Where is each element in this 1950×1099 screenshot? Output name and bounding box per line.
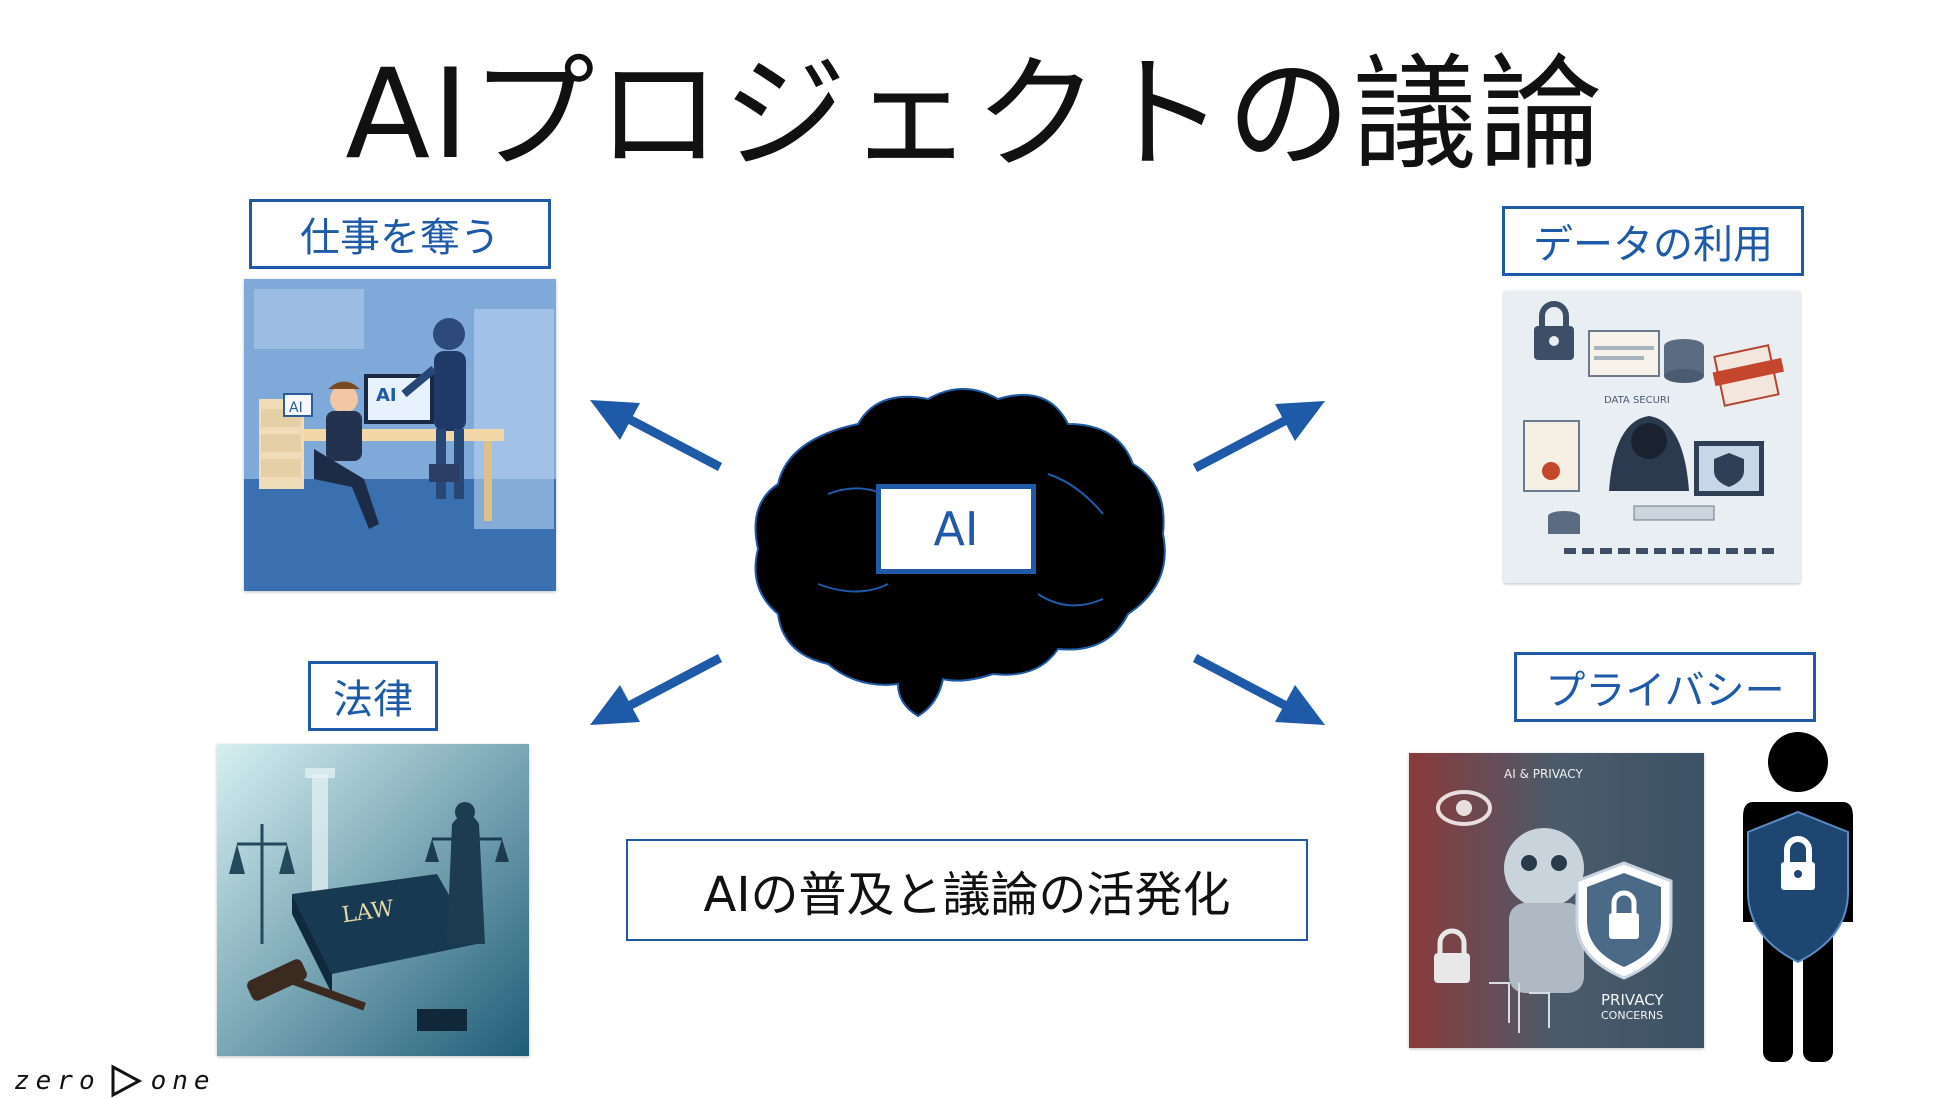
data-illustration: DATA SECURI [1504, 291, 1800, 583]
image-data: DATA SECURI [1504, 291, 1800, 583]
law-illustration: LAW [217, 744, 529, 1056]
brain-ai-text: AI [933, 502, 979, 556]
arrow-to-law [590, 654, 723, 725]
slide-title: AIプロジェクトの議論 [345, 43, 1605, 187]
privacy-bottom-text-2: CONCERNS [1601, 1009, 1663, 1022]
office-illustration: AI AI [244, 279, 556, 591]
label-law: 法律 [308, 661, 438, 731]
label-jobs: 仕事を奪う [249, 199, 551, 269]
summary-box: AIの普及と議論の活発化 [626, 839, 1308, 941]
play-triangle-icon [111, 1064, 142, 1098]
privacy-bottom-text-1: PRIVACY [1601, 991, 1664, 1009]
label-privacy: プライバシー [1514, 652, 1816, 722]
label-jobs-text: 仕事を奪う [300, 215, 500, 261]
data-image-text: DATA SECURI [1604, 395, 1670, 406]
summary-text: AIの普及と議論の活発化 [703, 867, 1231, 923]
privacy-illustration: AI & PRIVACY PRIVACY CONCERNS [1409, 753, 1704, 1048]
logo-right-text: one [150, 1066, 216, 1096]
image-privacy: AI & PRIVACY PRIVACY CONCERNS [1409, 753, 1704, 1048]
person-shield-icon [1743, 732, 1853, 1062]
arrow-to-jobs [590, 400, 723, 471]
label-data: データの利用 [1502, 206, 1804, 276]
image-jobs: AI AI [244, 279, 556, 591]
image-law: LAW [217, 744, 529, 1056]
arrow-to-data [1192, 401, 1325, 472]
label-law-text: 法律 [333, 677, 413, 723]
label-privacy-text: プライバシー [1545, 668, 1785, 714]
sign-text: AI [289, 400, 303, 416]
screen-text: AI [376, 385, 397, 406]
logo-left-text: zero [14, 1066, 101, 1096]
privacy-top-text: AI & PRIVACY [1504, 767, 1583, 781]
label-data-text: データの利用 [1533, 222, 1773, 268]
zero-one-logo: zero one [14, 1064, 216, 1098]
arrow-to-privacy [1192, 654, 1325, 725]
brain-ai-label: AI [876, 484, 1036, 574]
